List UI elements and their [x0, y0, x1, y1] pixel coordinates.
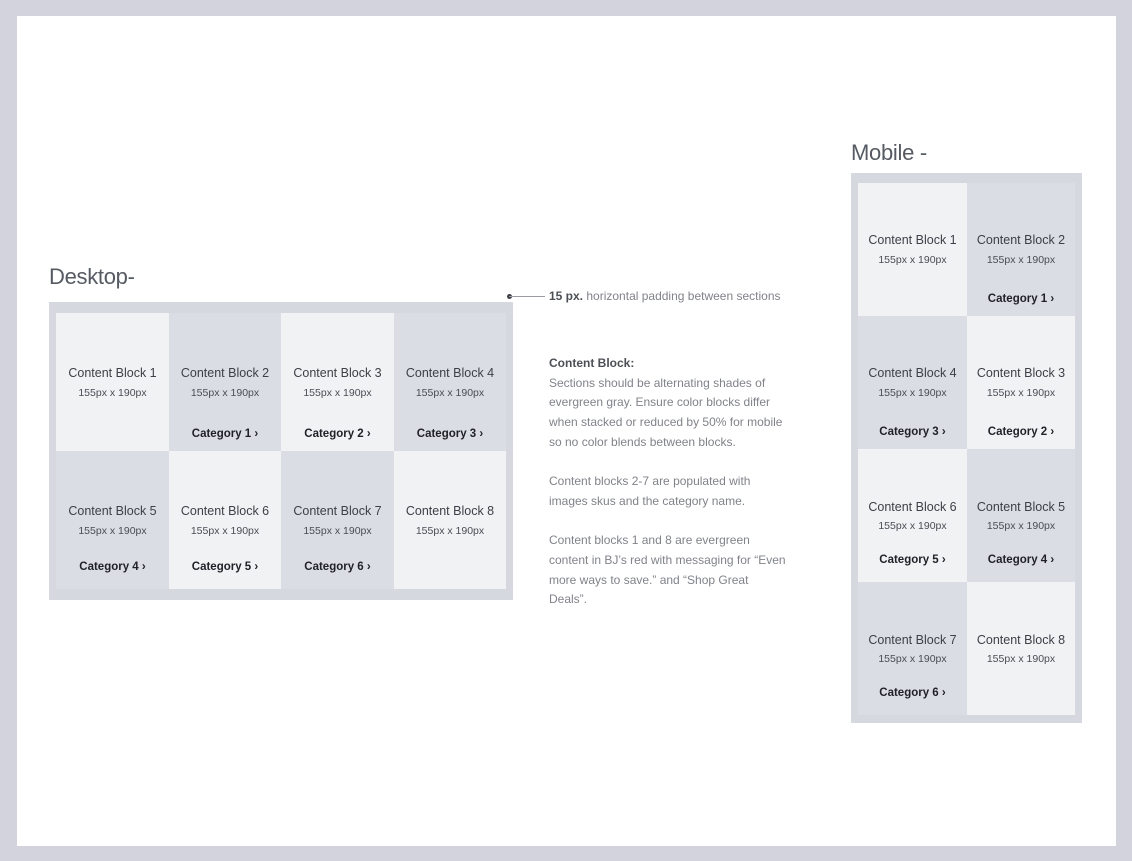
content-block-notes: Content Block: Sections should be altern…: [549, 354, 789, 610]
block-title: Content Block 3: [976, 366, 1066, 380]
desktop-content-block-4: Content Block 4 155px x 190px Category 3…: [394, 313, 506, 451]
block-size: 155px x 190px: [303, 525, 372, 537]
block-size: 155px x 190px: [878, 520, 947, 532]
block-title: Content Block 4: [405, 366, 495, 380]
desktop-content-block-5: Content Block 5 155px x 190px Category 4…: [56, 451, 169, 589]
padding-note: 15 px. horizontal padding between sectio…: [549, 289, 781, 303]
mobile-content-block-8: Content Block 8 155px x 190px: [967, 582, 1075, 715]
mobile-content-block-4: Content Block 4 155px x 190px Category 3…: [858, 316, 967, 449]
mobile-content-block-3: Content Block 3 155px x 190px Category 2…: [967, 316, 1075, 449]
block-category: Category 3 ›: [879, 426, 946, 438]
desktop-content-block-1: Content Block 1 155px x 190px: [56, 313, 169, 451]
block-title: Content Block 5: [68, 504, 157, 518]
block-category: Category 1 ›: [191, 428, 259, 440]
desktop-content-block-8: Content Block 8 155px x 190px: [394, 451, 506, 589]
block-title: Content Block 8: [976, 633, 1066, 647]
block-category: Category 2 ›: [987, 426, 1055, 438]
block-category: Category 3 ›: [416, 428, 484, 440]
block-category: Category 2 ›: [304, 428, 371, 440]
block-size: 155px x 190px: [78, 387, 147, 399]
block-title: Content Block 7: [868, 633, 957, 647]
mobile-content-block-1: Content Block 1 155px x 190px: [858, 183, 967, 316]
block-size: 155px x 190px: [878, 387, 947, 399]
block-title: Content Block 1: [68, 366, 157, 380]
mobile-content-block-6: Content Block 6 155px x 190px Category 5…: [858, 449, 967, 582]
mobile-content-block-7: Content Block 7 155px x 190px Category 6…: [858, 582, 967, 715]
mobile-heading: Mobile -: [851, 140, 927, 165]
desktop-content-block-2: Content Block 2 155px x 190px Category 1…: [169, 313, 281, 451]
block-size: 155px x 190px: [986, 387, 1056, 399]
desktop-content-block-7: Content Block 7 155px x 190px Category 6…: [281, 451, 394, 589]
padding-text: horizontal padding between sections: [586, 289, 781, 303]
block-category: Category 5 ›: [879, 554, 946, 566]
padding-value: 15 px.: [549, 289, 584, 303]
mobile-content-block-2: Content Block 2 155px x 190px Category 1…: [967, 183, 1075, 316]
block-size: 155px x 190px: [878, 254, 947, 266]
block-size: 155px x 190px: [986, 653, 1056, 665]
block-category: Category 1 ›: [987, 293, 1055, 305]
leader-line: [509, 296, 545, 297]
block-size: 155px x 190px: [415, 387, 485, 399]
block-size: 155px x 190px: [303, 387, 372, 399]
mobile-content-block-5: Content Block 5 155px x 190px Category 4…: [967, 449, 1075, 582]
block-size: 155px x 190px: [190, 525, 260, 537]
note-paragraph-3: Content blocks 1 and 8 are evergreen con…: [549, 533, 786, 607]
block-size: 155px x 190px: [78, 525, 147, 537]
block-title: Content Block 3: [293, 366, 382, 380]
desktop-heading: Desktop-: [49, 264, 135, 289]
block-category: Category 5 ›: [191, 561, 259, 573]
block-size: 155px x 190px: [986, 254, 1056, 266]
block-category: Category 4 ›: [987, 554, 1055, 566]
block-title: Content Block 8: [405, 504, 495, 518]
block-title: Content Block 7: [293, 504, 382, 518]
block-size: 155px x 190px: [878, 653, 947, 665]
content-block-heading: Content Block:: [549, 356, 635, 370]
block-title: Content Block 2: [180, 366, 270, 380]
note-paragraph-2: Content blocks 2-7 are populated with im…: [549, 474, 751, 508]
block-size: 155px x 190px: [986, 520, 1056, 532]
block-size: 155px x 190px: [415, 525, 485, 537]
block-title: Content Block 4: [868, 366, 957, 380]
block-category: Category 6 ›: [879, 687, 946, 699]
block-title: Content Block 6: [868, 500, 957, 514]
block-size: 155px x 190px: [190, 387, 260, 399]
block-title: Content Block 5: [976, 500, 1066, 514]
desktop-content-block-6: Content Block 6 155px x 190px Category 5…: [169, 451, 281, 589]
block-title: Content Block 1: [868, 233, 957, 247]
block-category: Category 6 ›: [304, 561, 371, 573]
desktop-content-block-3: Content Block 3 155px x 190px Category 2…: [281, 313, 394, 451]
block-category: Category 4 ›: [79, 561, 146, 573]
note-paragraph-1: Sections should be alternating shades of…: [549, 375, 783, 449]
block-title: Content Block 6: [180, 504, 270, 518]
block-title: Content Block 2: [976, 233, 1066, 247]
